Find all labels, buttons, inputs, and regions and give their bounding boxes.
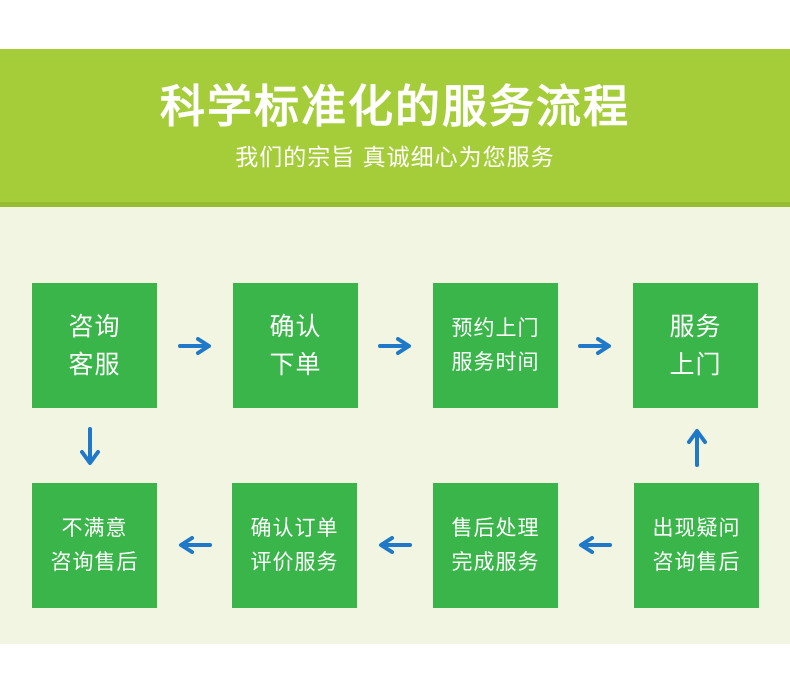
flow-step-label: 服务时间 — [451, 350, 540, 374]
flow-step-label: 下单 — [269, 350, 322, 379]
header-banner: 科学标准化的服务流程 我们的宗旨 真诚细心为您服务 — [0, 49, 790, 207]
page-subtitle: 我们的宗旨 真诚细心为您服务 — [235, 143, 555, 170]
flow-step-confirm-order-review-service: 确认订单 评价服务 — [232, 483, 357, 608]
arrow-left-icon — [178, 536, 212, 554]
flow-step-service-on-site: 服务 上门 — [633, 283, 758, 408]
arrow-right-icon — [378, 337, 412, 355]
flow-step-label: 售后处理 — [451, 516, 540, 540]
flow-step-label: 完成服务 — [451, 550, 540, 574]
flow-step-label: 评价服务 — [250, 550, 339, 574]
flow-step-label: 不满意 — [61, 516, 128, 540]
flow-step-label: 服务 — [669, 312, 722, 341]
arrow-right-icon — [178, 337, 212, 355]
arrow-left-icon — [578, 536, 612, 554]
flow-step-question-contact-aftersales: 出现疑问 咨询售后 — [634, 483, 759, 608]
flow-step-label: 出现疑问 — [652, 516, 741, 540]
flow-step-confirm-order: 确认 下单 — [233, 283, 358, 408]
flow-step-label: 客服 — [68, 350, 121, 379]
flow-step-consult-customer-service: 咨询 客服 — [32, 283, 157, 408]
flow-step-label: 咨询 — [68, 312, 121, 341]
flow-step-label: 上门 — [669, 350, 722, 379]
flow-step-label: 确认订单 — [250, 516, 339, 540]
flow-step-label: 确认 — [269, 312, 322, 341]
arrow-down-icon — [80, 427, 100, 467]
arrow-left-icon — [378, 536, 412, 554]
flow-step-schedule-visit-time: 预约上门 服务时间 — [433, 283, 558, 408]
arrow-right-icon — [578, 337, 612, 355]
flow-step-label: 咨询售后 — [652, 550, 741, 574]
flow-step-label: 咨询售后 — [50, 550, 139, 574]
arrow-up-icon — [687, 427, 707, 467]
flow-step-label: 预约上门 — [451, 316, 540, 340]
page-title: 科学标准化的服务流程 — [159, 80, 630, 132]
flow-step-unsatisfied-contact-aftersales: 不满意 咨询售后 — [32, 483, 157, 608]
flow-step-aftersales-complete-service: 售后处理 完成服务 — [433, 483, 558, 608]
